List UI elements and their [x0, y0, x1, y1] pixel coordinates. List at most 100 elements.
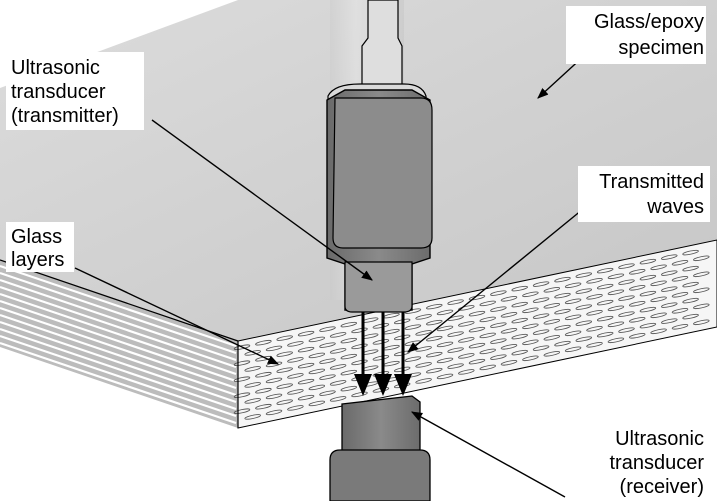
glass-fiber: [329, 332, 347, 338]
specimen-left-side: [0, 260, 238, 428]
glass-fiber: [479, 316, 496, 323]
glass-fiber: [287, 389, 304, 395]
glass-fiber: [426, 303, 443, 310]
glass-fiber: [500, 344, 518, 350]
glass-fiber: [479, 348, 496, 355]
glass-fiber: [308, 368, 326, 375]
glass-fiber: [511, 285, 528, 292]
glass-fiber: [372, 323, 390, 329]
glass-fiber: [287, 357, 304, 363]
glass-fiber: [543, 351, 561, 357]
glass-fiber: [639, 258, 657, 265]
glass-fiber: [415, 362, 432, 368]
glass-fiber: [319, 390, 336, 396]
glass-fiber: [244, 414, 261, 420]
glass-fiber: [244, 366, 261, 372]
glass-fiber: [532, 329, 550, 335]
glass-fiber: [575, 288, 593, 294]
glass-fiber: [671, 324, 689, 330]
glass-fiber: [244, 382, 261, 388]
label-receiver-line-3: (receiver): [620, 476, 704, 498]
glass-layer-line: [0, 306, 237, 390]
glass-fiber: [586, 326, 603, 332]
glass-fiber: [522, 323, 539, 329]
glass-fiber: [490, 290, 507, 296]
glass-fiber: [458, 305, 475, 311]
glass-fiber: [586, 278, 603, 284]
glass-fiber: [415, 314, 432, 320]
glass-layer-line: [0, 278, 237, 362]
glass-fiber: [340, 353, 358, 360]
glass-fiber: [276, 335, 293, 341]
glass-fiber: [671, 292, 689, 298]
glass-fiber: [564, 346, 582, 352]
glass-fiber: [458, 353, 475, 359]
glass-fiber: [340, 321, 358, 328]
glass-fiber: [426, 319, 443, 326]
glass-fiber: [596, 267, 614, 274]
glass-fiber: [500, 312, 518, 318]
glass-fiber: [479, 364, 496, 371]
glass-fiber: [661, 270, 678, 276]
glass-fiber: [554, 276, 571, 283]
glass-fiber: [329, 364, 347, 370]
glass-fiber: [628, 285, 646, 291]
glass-fiber: [340, 337, 358, 344]
transmitter-transducer: [326, 0, 433, 313]
glass-fiber: [596, 331, 614, 338]
glass-fiber: [329, 396, 347, 402]
glass-fiber: [490, 306, 507, 312]
glass-fiber: [650, 328, 667, 334]
receiver-transducer: [329, 395, 431, 501]
glass-fiber: [255, 340, 272, 346]
transmitter-cable: [361, 0, 403, 91]
glass-fiber: [490, 322, 507, 328]
wave-arrow: [374, 312, 392, 396]
label-receiver: Ultrasonic transducer (receiver): [582, 424, 710, 498]
glass-fiber: [351, 359, 368, 366]
glass-layer-line: [0, 292, 237, 376]
glass-fiber: [693, 287, 710, 293]
glass-fiber: [287, 405, 304, 411]
glass-fiber: [372, 339, 390, 345]
glass-fiber: [511, 349, 528, 356]
glass-fiber: [319, 342, 336, 348]
glass-fiber: [265, 393, 283, 400]
glass-fiber: [618, 279, 635, 285]
glass-fiber: [511, 301, 528, 308]
glass-fiber: [447, 347, 464, 353]
glass-fiber: [500, 328, 518, 334]
glass-fiber: [426, 351, 443, 358]
glass-fiber: [436, 325, 454, 332]
glass-fiber: [297, 378, 315, 385]
glass-layer-line: [0, 285, 237, 369]
glass-fiber: [682, 265, 699, 272]
label-glass-layers-line-1: Glass: [11, 226, 62, 248]
glass-fiber: [661, 286, 678, 292]
glass-fiber: [586, 310, 603, 316]
glass-fiber: [458, 369, 475, 375]
glass-fiber: [532, 345, 550, 351]
glass-fiber: [276, 383, 293, 389]
glass-fiber: [297, 362, 315, 369]
glass-fiber: [618, 295, 635, 301]
glass-fiber: [244, 398, 261, 404]
glass-fiber: [276, 367, 293, 373]
glass-fiber: [351, 327, 368, 334]
label-waves-line-1: Transmitted: [599, 171, 704, 193]
glass-fiber: [436, 357, 454, 364]
glass-fiber: [297, 346, 315, 353]
label-transmitter: Ultrasonic transducer (transmitter): [6, 52, 144, 130]
glass-fiber: [447, 331, 464, 337]
glass-fiber: [287, 341, 304, 347]
glass-fiber: [255, 372, 272, 378]
glass-fiber: [618, 327, 635, 333]
specimen-edge-left: [0, 259, 239, 342]
glass-fiber: [575, 304, 593, 310]
leader-transmitter: [151, 119, 373, 281]
transmitter-front-plate: [332, 97, 433, 249]
glass-fiber: [532, 313, 550, 319]
receiver-housing: [329, 449, 431, 501]
glass-fiber: [650, 312, 667, 318]
glass-fiber: [693, 255, 710, 261]
